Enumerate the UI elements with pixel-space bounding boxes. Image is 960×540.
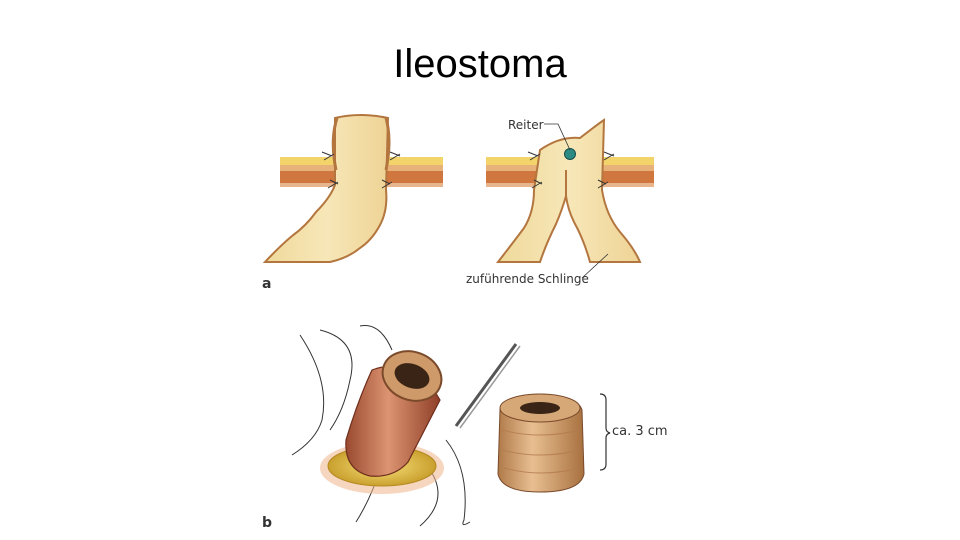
reiter-rod	[565, 149, 576, 160]
panel-b-right-diagram	[498, 394, 610, 492]
bowel-loop	[265, 115, 388, 262]
panel-a-label: a	[262, 276, 271, 292]
panel-b-label: b	[262, 515, 272, 531]
zufuehrende-schlinge-label: zuführende Schlinge	[466, 272, 589, 286]
panel-a-right-diagram	[486, 120, 654, 278]
panel-b-left-diagram	[292, 326, 520, 527]
size-bracket	[600, 394, 610, 470]
panel-a-left-diagram	[265, 115, 443, 262]
reiter-label: Reiter	[508, 118, 544, 132]
stoma-lumen	[520, 402, 560, 414]
loop-ileostomy	[498, 120, 640, 262]
size-label: ca. 3 cm	[612, 424, 668, 439]
